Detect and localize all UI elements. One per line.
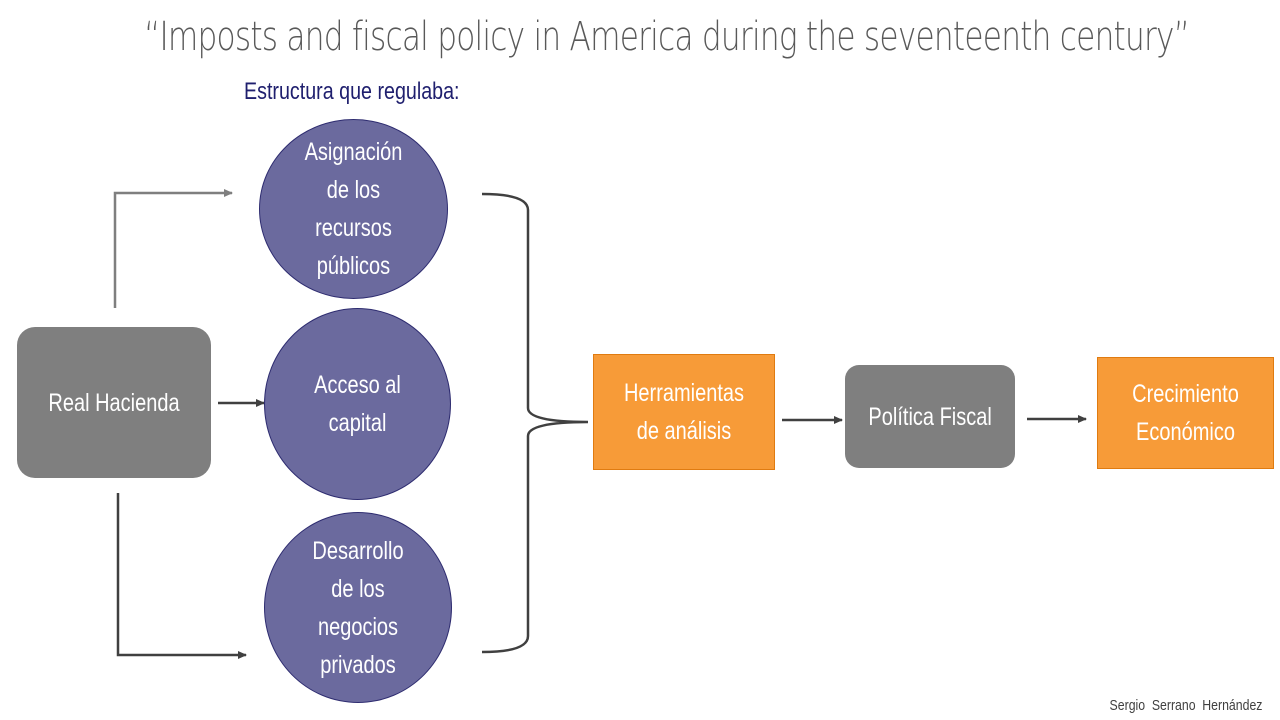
arrow-hacienda-to-asignacion [113, 189, 233, 308]
node-desarrollo-label: Desarrollo de los negocios privados [312, 536, 404, 679]
grouping-brace [481, 192, 589, 654]
node-asignacion: Asignación de los recursos públicos [259, 119, 448, 299]
node-crecimiento-label: Crecimiento Económico [1132, 380, 1239, 446]
slide-title: “Imposts and fiscal policy in America du… [144, 14, 1190, 60]
node-herramientas: Herramientas de análisis [593, 354, 775, 470]
node-acceso-label: Acceso al capital [314, 371, 401, 437]
node-desarrollo: Desarrollo de los negocios privados [264, 512, 452, 703]
slide-subtitle: Estructura que regulaba: [244, 78, 460, 105]
node-politica-fiscal: Política Fiscal [845, 365, 1015, 468]
node-acceso: Acceso al capital [264, 308, 451, 500]
node-politica-fiscal-label: Política Fiscal [868, 402, 992, 431]
node-real-hacienda: Real Hacienda [17, 327, 211, 478]
arrow-hacienda-to-desarrollo [116, 493, 247, 659]
author-credit: Sergio Serrano Hernández [1109, 697, 1262, 714]
node-real-hacienda-label: Real Hacienda [48, 388, 180, 417]
node-asignacion-label: Asignación de los recursos públicos [304, 138, 403, 280]
node-herramientas-label: Herramientas de análisis [623, 379, 745, 445]
node-crecimiento: Crecimiento Económico [1097, 357, 1274, 469]
